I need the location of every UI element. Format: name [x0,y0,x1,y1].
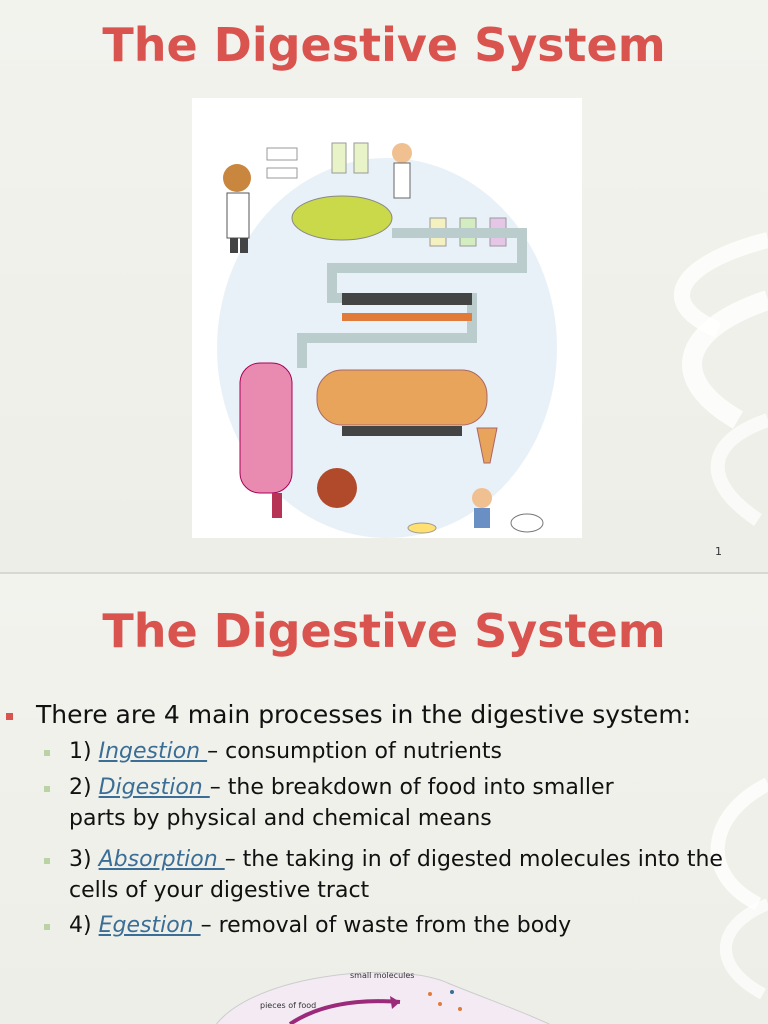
digestive-machine-svg [217,142,557,538]
process-term-link[interactable]: Ingestion [98,739,208,764]
process-term-link[interactable]: Digestion [98,775,210,800]
process-number: 1) [69,739,92,764]
bullet-square-icon [44,786,50,792]
absorption-figure: small molecules pieces of food [215,971,551,1024]
process-description: – removal of waste from the body [200,913,572,938]
small-molecules-label: small molecules [350,971,414,980]
intro-bullet: There are 4 main processes in the digest… [6,700,746,730]
bullet-square-icon [6,713,13,720]
process-term-link[interactable]: Egestion [98,913,201,938]
bullet-square-icon [44,924,50,930]
process-description: – the breakdown of food into smaller par… [69,775,614,831]
list-item: 4) Egestion – removal of waste from the … [44,910,764,941]
bullet-square-icon [44,750,50,756]
process-number: 4) [69,913,92,938]
slide-1: The Digestive System [0,0,768,573]
swirl-decoration [674,232,768,526]
slide-2-title: The Digestive System [102,604,666,658]
process-description: – the taking in of digested molecules in… [69,847,723,903]
list-item: 3) Absorption – the taking in of digeste… [44,844,764,906]
list-item: 1) Ingestion – consumption of nutrients [44,736,764,767]
slide-separator [0,572,768,574]
bullet-square-icon [44,858,50,864]
process-term-link[interactable]: Absorption [98,847,225,872]
process-number: 2) [69,775,92,800]
list-item: 2) Digestion – the breakdown of food int… [44,772,764,834]
slide-1-title: The Digestive System [102,18,666,72]
process-number: 3) [69,847,92,872]
digestive-machine-illustration [192,98,582,538]
slide-2: The Digestive System There are 4 main pr… [0,574,768,1024]
process-description: – consumption of nutrients [207,739,502,764]
pieces-of-food-label: pieces of food [260,1001,316,1010]
swirl-decoration [710,777,768,1000]
slide-number: 1 [715,545,722,558]
intro-text: There are 4 main processes in the digest… [36,700,692,729]
